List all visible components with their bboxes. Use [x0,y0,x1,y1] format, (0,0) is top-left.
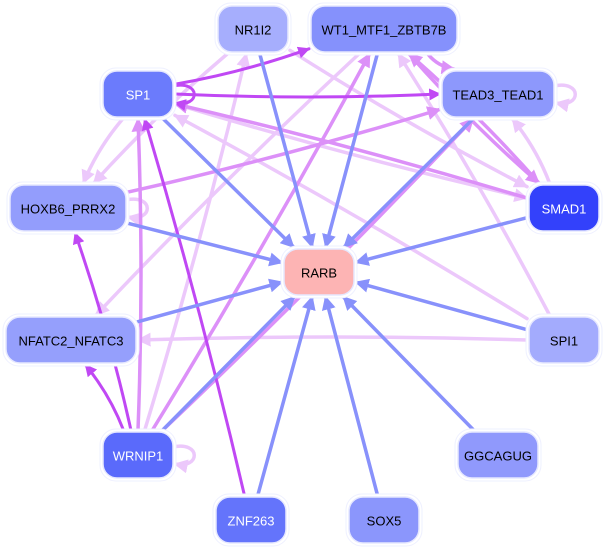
node-label: RARB [301,266,337,281]
edge-sox5-to-rarb [321,295,380,497]
node-label: GGCAGUG [464,449,532,464]
edge-wrnip1-to-nfatc2_nfatc3 [84,363,125,432]
edge-hoxb6_prrx2-to-tead3_tead1 [126,106,442,194]
edge-sp1-to-rarb [161,117,296,249]
node-box[interactable] [5,316,137,364]
node-nfatc2-nfatc3[interactable]: NFATC2_NFATC3 [2,313,140,367]
edge-wrnip1-to-rarb [160,295,297,432]
node-box[interactable] [441,70,555,118]
edge-spi1-to-rarb [354,278,529,332]
node-smad1[interactable]: SMAD1 [525,181,603,235]
node-box[interactable] [528,184,600,232]
node-tead3-tead1[interactable]: TEAD3_TEAD1 [438,67,558,121]
edge-wt1_mtf1_zbtb7b-to-tead3_tead1 [426,52,456,75]
node-label: NFATC2_NFATC3 [19,334,124,349]
edge-znf263-to-rarb [256,295,316,497]
edge-sp1-to-wt1_mtf1_zbtb7b [173,46,311,86]
node-label: TEAD3_TEAD1 [452,88,543,103]
edge-wt1_mtf1_zbtb7b-to-rarb [322,52,380,249]
node-label: SMAD1 [542,202,587,217]
edge-sp1-to-tead3_tead1 [173,88,442,101]
node-box[interactable] [283,248,355,296]
node-box[interactable] [528,316,600,364]
edges-layer [72,46,577,497]
node-label: HOXB6_PRRX2 [21,202,116,217]
edge-smad1-to-tead3_tead1 [510,117,552,185]
edge-wrnip1-to-wrnip1 [171,444,196,474]
edge-ggcagug-to-rarb [341,295,476,432]
node-wrnip1[interactable]: WRNIP1 [99,428,177,482]
node-sox5[interactable]: SOX5 [345,493,423,547]
node-label: NR1I2 [235,23,272,38]
node-wt1-mtf1-zbtb7b[interactable]: WT1_MTF1_ZBTB7B [307,2,461,56]
edge-tead3_tead1-to-rarb [342,117,475,249]
node-rarb[interactable]: RARB [280,245,358,299]
node-nr1i2[interactable]: NR1I2 [214,2,292,56]
edge-spi1-to-sp1 [173,113,529,321]
edge-wrnip1-to-wt1_mtf1_zbtb7b [150,52,372,432]
node-label: SPI1 [550,334,578,349]
node-sp1[interactable]: SP1 [99,67,177,121]
node-label: ZNF263 [228,514,275,529]
edge-sp1-to-hoxb6_prrx2 [81,117,125,185]
node-label: SP1 [126,88,151,103]
node-ggcagug[interactable]: GGCAGUG [454,428,542,482]
node-znf263[interactable]: ZNF263 [212,493,290,547]
node-spi1[interactable]: SPI1 [525,313,603,367]
edge-wrnip1-to-sp1 [131,117,146,432]
node-label: WRNIP1 [113,449,164,464]
node-box[interactable] [102,431,174,479]
node-box[interactable] [310,5,458,53]
edge-smad1-to-rarb [354,215,529,266]
node-box[interactable] [217,5,289,53]
edge-spi1-to-nfatc2_nfatc3 [136,332,529,347]
node-box[interactable] [457,431,539,479]
node-box[interactable] [9,184,127,232]
node-label: WT1_MTF1_ZBTB7B [322,23,447,38]
edge-hoxb6_prrx2-to-hoxb6_prrx2 [124,197,149,227]
node-box[interactable] [102,70,174,118]
edge-tead3_tead1-to-tead3_tead1 [552,83,577,113]
node-hoxb6-prrx2[interactable]: HOXB6_PRRX2 [6,181,130,235]
edge-hoxb6_prrx2-to-rarb [126,221,284,267]
edge-nr1i2-to-rarb [258,52,316,249]
node-label: SOX5 [367,514,402,529]
edge-sp1-to-sp1 [171,83,196,111]
node-box[interactable] [348,496,420,544]
edge-nfatc2_nfatc3-to-rarb [136,278,284,324]
node-box[interactable] [215,496,287,544]
